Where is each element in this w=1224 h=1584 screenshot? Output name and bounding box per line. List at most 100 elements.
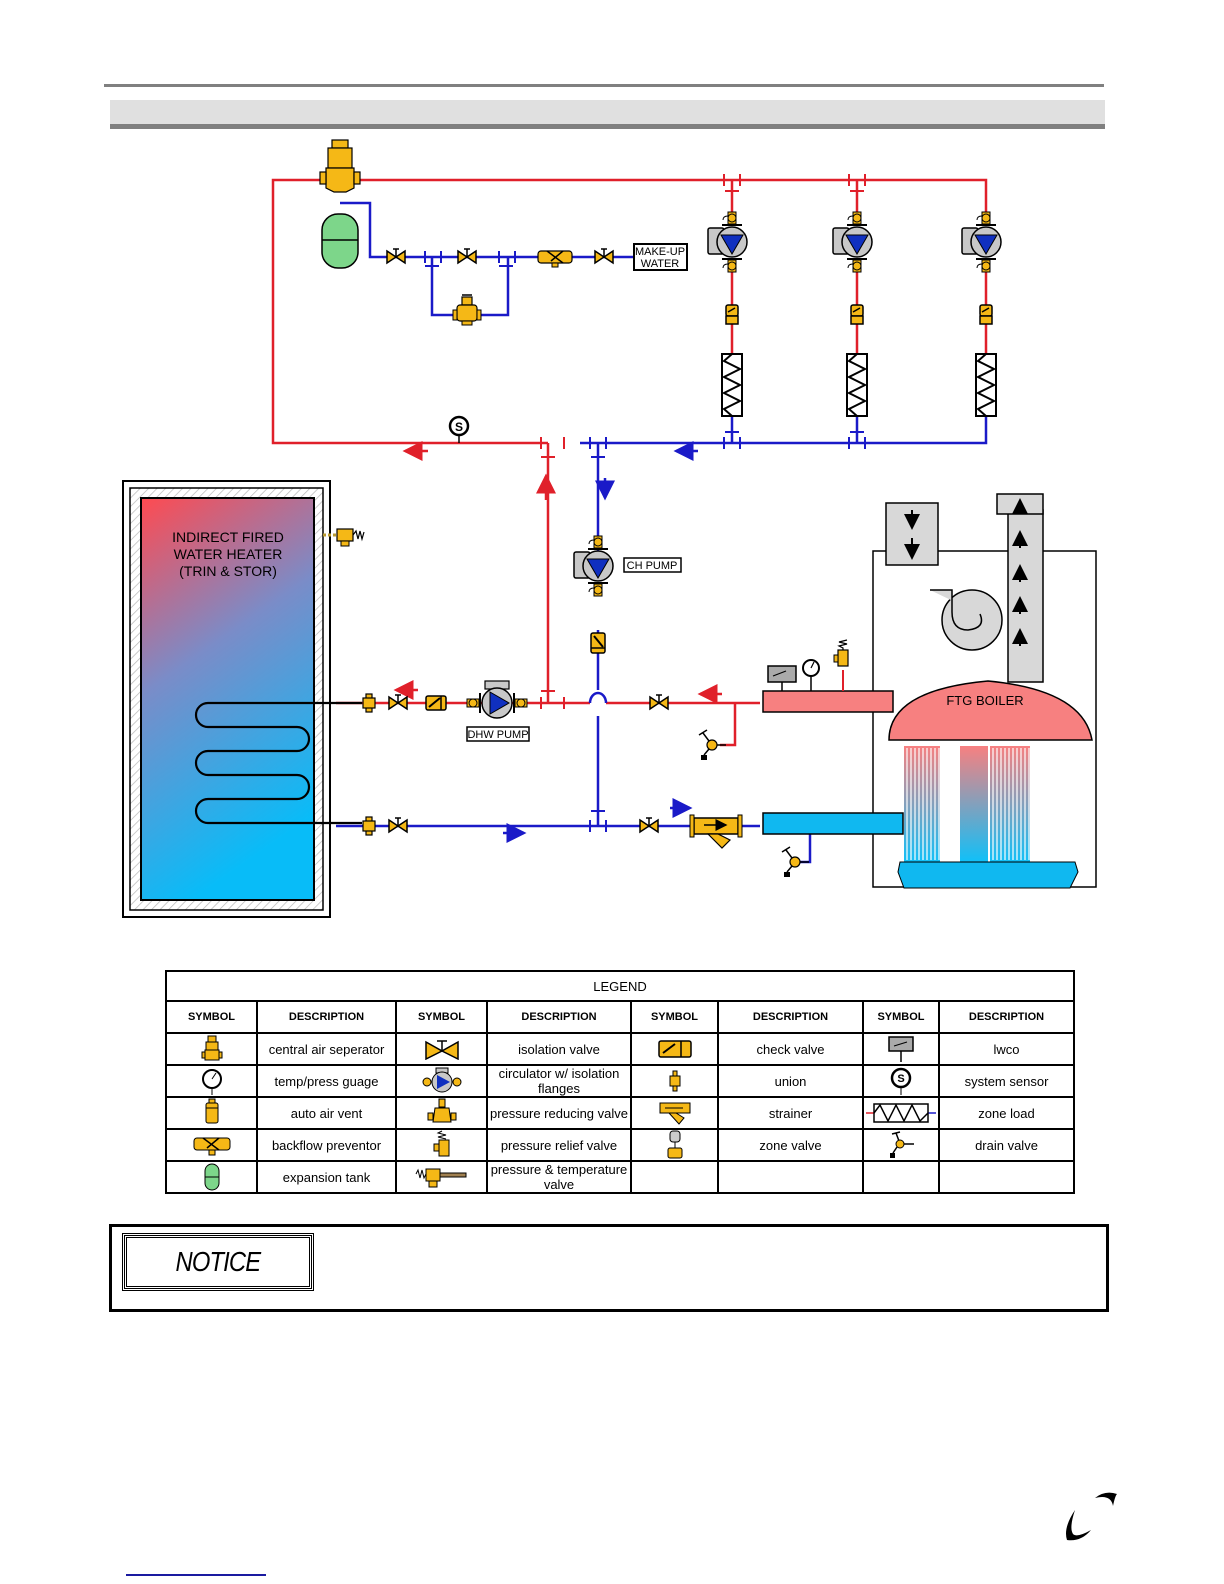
legend-description: isolation valve: [486, 1032, 632, 1066]
pressure-reducing-valve-icon: [427, 1098, 456, 1123]
check-valve-icon: [590, 632, 606, 654]
section-title-band: [110, 100, 1105, 129]
legend-description: system sensor: [938, 1064, 1075, 1098]
zone-load-icon: [846, 353, 868, 417]
backflow-preventer-icon: [193, 1137, 230, 1156]
drain-valve-icon: [890, 1131, 914, 1158]
legend-row: expansion tank pressure & temperature va…: [165, 1160, 1075, 1194]
check-valve-icon: [657, 1040, 692, 1058]
svg-text:WATER HEATER: WATER HEATER: [174, 546, 283, 562]
isolation-valve-icon: [424, 1040, 459, 1060]
svg-text:FTG BOILER: FTG BOILER: [946, 693, 1023, 708]
boiler: FTG BOILER: [762, 493, 1097, 889]
isolation-valve-icon: [388, 694, 408, 710]
pressure-relief-valve-icon: [433, 1130, 449, 1157]
legend-description: expansion tank: [256, 1160, 397, 1194]
legend-description: [938, 1160, 1075, 1194]
isolation-valve-icon: [594, 248, 614, 264]
legend-description: [717, 1160, 864, 1194]
legend-row: temp/press guage circulator w/ isolation…: [165, 1064, 1075, 1098]
circulator-pump-icon: [961, 211, 1002, 273]
svg-text:CH PUMP: CH PUMP: [627, 560, 678, 572]
legend-description: backflow preventor: [256, 1128, 397, 1162]
fire-tubes-left: [904, 746, 940, 862]
zone-2: [832, 211, 873, 417]
legend-description: circulator w/ isolation flanges: [486, 1064, 632, 1098]
notice-label: NOTICE: [175, 1246, 262, 1277]
fire-tubes-right: [990, 746, 1030, 862]
zone-valve-icon: [850, 304, 864, 325]
legend-header-symbol: SYMBOL: [395, 1000, 488, 1034]
union-icon: [362, 693, 376, 713]
isolation-valve-icon: [388, 817, 408, 833]
system-sensor-icon: S: [890, 1067, 912, 1095]
svg-text:INDIRECT FIRED: INDIRECT FIRED: [172, 529, 284, 545]
legend-description: drain valve: [938, 1128, 1075, 1162]
makeup-water-label: MAKE-UP WATER: [633, 243, 688, 271]
ch-pump-icon: [573, 535, 614, 597]
legend-header-description: DESCRIPTION: [486, 1000, 632, 1034]
legend-description: check valve: [717, 1032, 864, 1066]
zone-valve-icon: [979, 304, 993, 325]
svg-text:(TRIN & STOR): (TRIN & STOR): [179, 563, 277, 579]
footer-link[interactable]: [126, 1574, 266, 1576]
dhw-pump-label: DHW PUMP: [466, 726, 530, 742]
zone-load-icon: [866, 1103, 936, 1123]
legend-description: lwco: [938, 1032, 1075, 1066]
strainer-icon: [689, 814, 743, 849]
pressure-relief-valve-icon: [833, 639, 849, 667]
central-air-separator-icon: [319, 139, 361, 193]
circulator-icon: [422, 1067, 461, 1093]
union-icon: [669, 1070, 680, 1092]
svg-text:S: S: [897, 1073, 904, 1085]
notice-badge: NOTICE: [122, 1233, 314, 1291]
return-header: [762, 812, 904, 835]
legend-header-description: DESCRIPTION: [717, 1000, 864, 1034]
legend-description: pressure & temperature valve: [486, 1160, 632, 1194]
svg-text:MAKE-UP: MAKE-UP: [635, 246, 685, 258]
legend-header-symbol: SYMBOL: [630, 1000, 719, 1034]
indirect-water-heater: INDIRECT FIRED WATER HEATER (TRIN & STOR…: [122, 480, 362, 918]
flow-arrows: [393, 441, 722, 843]
supply-header: [762, 690, 894, 713]
legend-empty-cell: [862, 1160, 940, 1194]
zone-1: [707, 211, 748, 417]
circulator-pump-icon: [707, 211, 748, 273]
piping-diagram: MAKE-UP WATER S INDIRECT FIRED WATER HEA…: [122, 139, 1097, 918]
zone-load-icon: [975, 353, 997, 417]
return-unions: [424, 251, 866, 832]
zone-load-icon: [721, 353, 743, 417]
svg-text:DHW PUMP: DHW PUMP: [467, 729, 528, 741]
legend-header-symbol: SYMBOL: [862, 1000, 940, 1034]
drain-valve-icon: [698, 729, 727, 761]
strainer-icon: [659, 1102, 690, 1125]
central-air-separator-icon: [201, 1035, 222, 1061]
legend-description: zone valve: [717, 1128, 864, 1162]
check-valve-icon: [425, 695, 447, 711]
legend-row: auto air vent pressure reducing valve st…: [165, 1096, 1075, 1130]
header-rule: [104, 84, 1104, 87]
pressure-reducing-valve-icon: [452, 294, 482, 326]
union-icon: [362, 816, 376, 836]
legend-description: temp/press guage: [256, 1064, 397, 1098]
temp-press-gauge-icon: [802, 659, 820, 691]
system-sensor-icon: S: [448, 415, 470, 443]
svg-text:WATER: WATER: [641, 258, 680, 270]
legend-table: LEGEND SYMBOL DESCRIPTION SYMBOL DESCRIP…: [165, 970, 1075, 1194]
ch-pump-label: CH PUMP: [623, 557, 682, 573]
legend-description: union: [717, 1064, 864, 1098]
isolation-valve-icon: [457, 248, 477, 264]
legend-description: strainer: [717, 1096, 864, 1130]
legend-title: LEGEND: [165, 970, 1075, 1002]
legend-description: auto air vent: [256, 1096, 397, 1130]
svg-text:S: S: [455, 420, 463, 434]
isolation-valve-icon: [649, 694, 669, 710]
legend-empty-cell: [630, 1160, 719, 1194]
notice-box: NOTICE: [109, 1224, 1109, 1312]
pipe-unions: [540, 174, 866, 709]
zone-valve-icon: [725, 304, 739, 325]
legend-description: zone load: [938, 1096, 1075, 1130]
legend-row: central air seperator isolation valve ch…: [165, 1032, 1075, 1066]
isolation-valve-icon: [386, 248, 406, 264]
lwco-icon: [888, 1036, 914, 1062]
